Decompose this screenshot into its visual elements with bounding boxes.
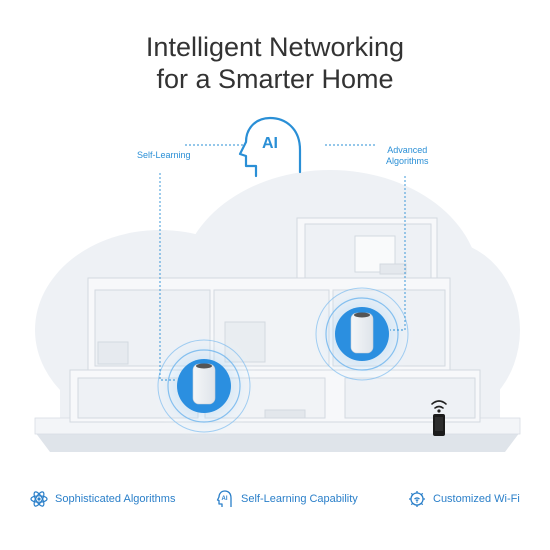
feature-label: Sophisticated Algorithms [55, 493, 176, 505]
connector-lines [159, 144, 406, 381]
feature-label: Customized Wi-Fi [433, 493, 520, 505]
mesh-router-right [350, 312, 374, 354]
advanced-algorithms-line-2: Algorithms [386, 156, 429, 166]
phone-icon [433, 414, 445, 436]
feature-self-learning-capability: AI Self-Learning Capability [216, 490, 358, 508]
advanced-algorithms-label: Advanced Algorithms [386, 145, 429, 167]
ai-head-icon: AI [216, 490, 232, 507]
advanced-algorithms-line-1: Advanced [387, 145, 428, 155]
svg-text:AI: AI [222, 496, 228, 502]
headline-line-1: Intelligent Networking [145, 32, 405, 62]
feature-label: Self-Learning Capability [241, 493, 358, 505]
house-base [34, 417, 521, 452]
atom-icon [30, 491, 48, 507]
ai-head-icon: AI [238, 116, 302, 178]
headline-line-2: for a Smarter Home [156, 64, 394, 94]
gear-wifi-icon [409, 491, 425, 507]
svg-text:AI: AI [262, 135, 278, 152]
feature-sophisticated-algorithms: Sophisticated Algorithms [30, 490, 175, 508]
self-learning-label: Self-Learning [137, 150, 191, 160]
mesh-router-left [192, 363, 216, 405]
feature-customized-wifi: Customized Wi-Fi [408, 490, 520, 508]
wifi-icon [431, 400, 447, 413]
